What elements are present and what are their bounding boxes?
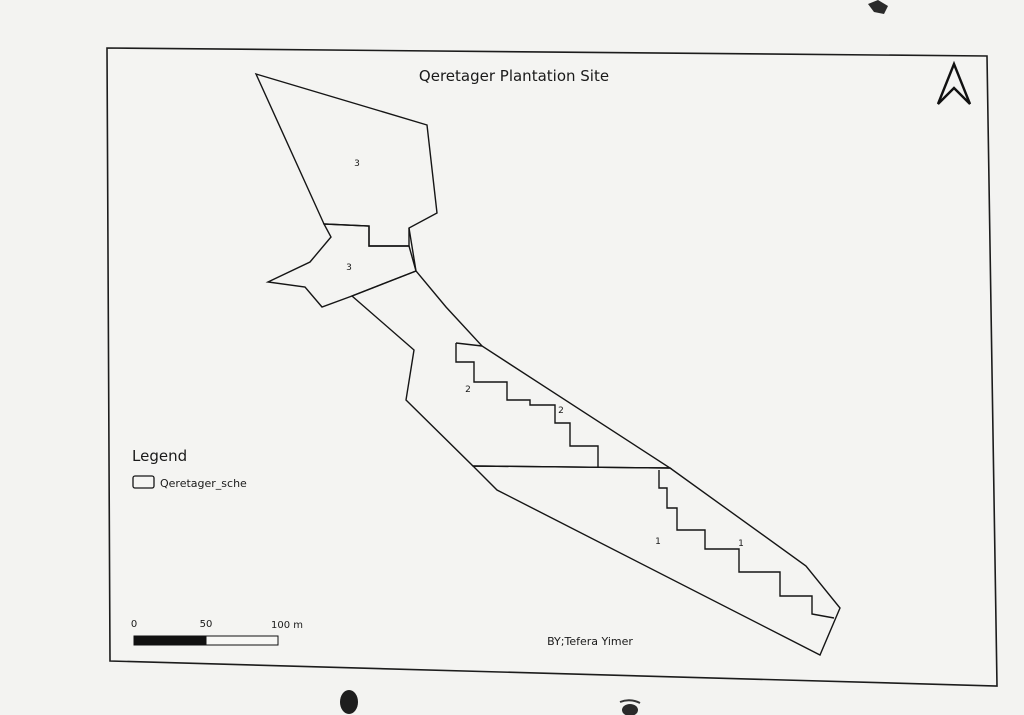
parcel-3-middle <box>265 223 417 308</box>
map-frame <box>106 47 998 687</box>
parcel-label: 1 <box>655 537 661 547</box>
parcel-layer <box>254 72 841 656</box>
north-arrow-icon <box>936 60 972 105</box>
scale-label-100: 100 m <box>271 620 303 631</box>
legend: Legend Qeretager_sche <box>132 447 247 490</box>
scan-blemishes <box>340 0 888 715</box>
scale-segment-empty <box>205 635 279 646</box>
parcel-labels: 3 3 2 2 1 1 <box>346 159 744 549</box>
parcel-2-stepped-top <box>455 342 483 347</box>
parcel-1 <box>471 465 841 656</box>
parcel-label: 3 <box>346 263 352 273</box>
scale-segment-filled <box>133 635 207 646</box>
legend-swatch <box>132 475 155 489</box>
parcel-label: 2 <box>558 406 564 416</box>
legend-title: Legend <box>132 447 187 465</box>
parcel-label: 3 <box>354 159 360 169</box>
parcel-2-stepped <box>455 343 599 467</box>
map-title: Qeretager Plantation Site <box>419 67 609 85</box>
scale-bar: 0 50 100 m <box>131 619 303 646</box>
scale-label-0: 0 <box>131 619 137 630</box>
author-credit: BY;Tefera Yimer <box>547 635 633 648</box>
legend-item-label: Qeretager_sche <box>160 477 247 490</box>
scale-label-50: 50 <box>200 619 213 630</box>
parcel-1-stepped <box>658 470 835 619</box>
parcel-label: 2 <box>465 385 471 395</box>
parcel-label: 1 <box>738 539 744 549</box>
